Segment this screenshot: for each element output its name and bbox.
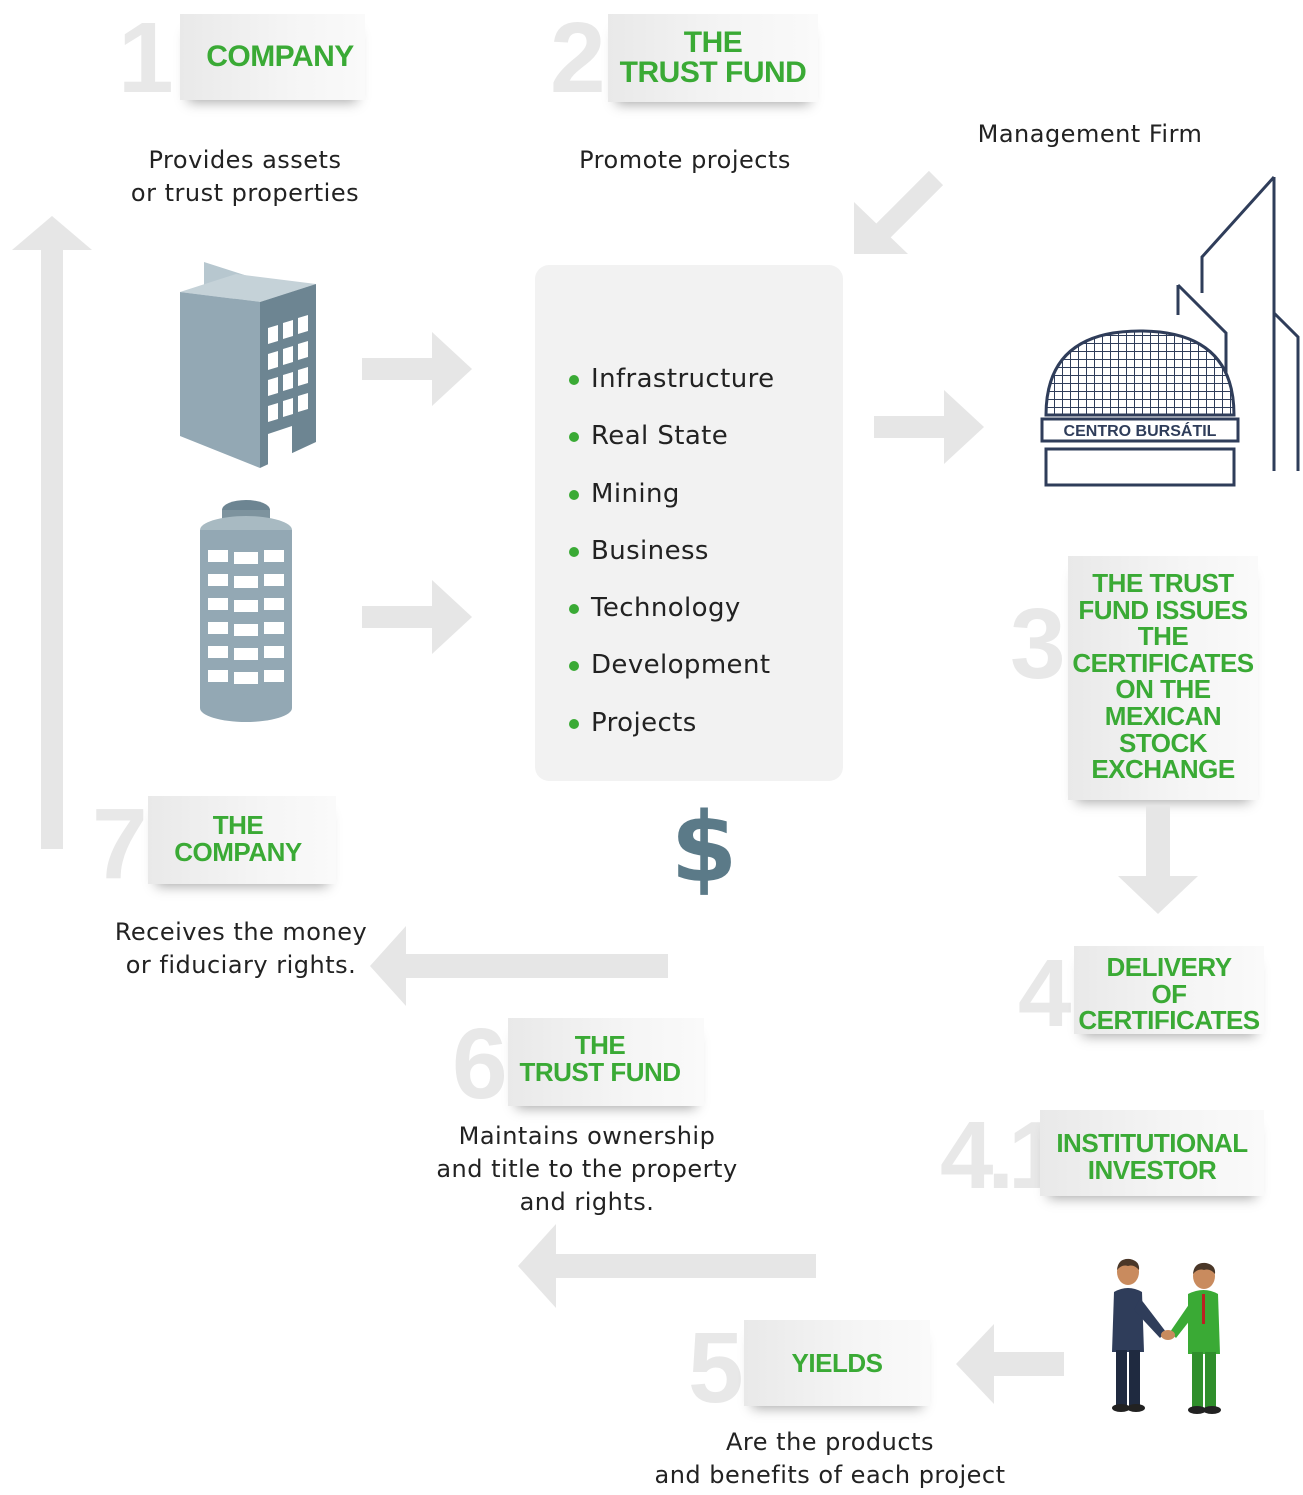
step-7-description: Receives the money or fiduciary rights.: [96, 916, 386, 982]
arrow-right-1: [362, 332, 472, 406]
arrow-left-lower: [518, 1224, 816, 1308]
bullet-icon: [569, 718, 579, 729]
step-4-1-title-line: INSTITUTIONAL: [1056, 1128, 1248, 1158]
step-6-banner: [508, 1018, 704, 1106]
list-item-label: Development: [591, 650, 771, 681]
project-types-box: Infrastructure Real State Mining Busines…: [535, 265, 843, 781]
arrow-right-2: [362, 580, 472, 654]
cylinder-tower-icon: [200, 500, 292, 722]
step-7-number: 7: [92, 788, 148, 900]
bullet-icon: [569, 375, 579, 385]
step-6-title-line: TRUST FUND: [519, 1057, 681, 1087]
list-item: Real State: [569, 420, 775, 477]
step-2-title-line: TRUST FUND: [619, 56, 807, 89]
step-5-banner: [744, 1320, 930, 1406]
project-types-list: Infrastructure Real State Mining Busines…: [569, 363, 775, 764]
step-4-number: 4: [1018, 940, 1072, 1047]
step-5-desc-line: Are the products: [726, 1428, 934, 1456]
step-2-description: Promote projects: [579, 146, 791, 174]
step-4-title-line: DELIVERY: [1106, 952, 1232, 982]
arrow-left-yields: [956, 1324, 1064, 1404]
list-item-label: Technology: [591, 593, 741, 624]
step-3-title-line: STOCK: [1118, 727, 1208, 758]
step-6-number: 6: [452, 1008, 508, 1120]
step-5-title: YIELDS: [791, 1348, 883, 1378]
step-3-title-line: CERTIFICATES: [1072, 647, 1254, 678]
step-7-banner: [148, 796, 336, 884]
list-item: Technology: [569, 592, 775, 649]
office-building-icon: [180, 262, 316, 468]
bullet-icon: [569, 604, 579, 615]
step-4-1-banner: [1040, 1110, 1264, 1196]
step-1-description: Provides assets or trust properties: [100, 144, 390, 210]
step-5-desc-line: and benefits of each project: [654, 1461, 1006, 1489]
step-3-title-line: MEXICAN: [1104, 700, 1222, 731]
step-7-title: THE COMPANY: [148, 812, 328, 866]
list-item-label: Real State: [591, 421, 729, 452]
step-3-title-line: FUND ISSUES: [1078, 594, 1248, 625]
step-7-title-line: COMPANY: [174, 837, 302, 867]
exchange-label: CENTRO BURSÁTIL: [1063, 423, 1217, 440]
bullet-icon: [569, 661, 579, 672]
list-item: Business: [569, 535, 775, 592]
step-4-1-title: INSTITUTIONAL INVESTOR: [1040, 1130, 1264, 1183]
bullet-icon: [569, 489, 579, 500]
step-1-desc-line: Provides assets: [148, 146, 342, 174]
step-6-desc-line: and title to the property: [436, 1155, 738, 1183]
list-item-label: Business: [591, 535, 709, 566]
step-1-banner: [180, 14, 365, 100]
list-item: Infrastructure: [569, 363, 775, 420]
step-3-title-line: ON THE: [1115, 674, 1211, 705]
step-5-description: Are the products and benefits of each pr…: [630, 1426, 1030, 1492]
step-3-title-line: THE TRUST: [1092, 568, 1234, 598]
arrow-left-upper: [370, 926, 668, 1006]
step-6-title: THE TRUST FUND: [508, 1032, 692, 1086]
management-firm-label: Management Firm: [977, 120, 1203, 148]
step-4-title-line: CERTIFICATES: [1078, 1005, 1260, 1035]
step-1-number: 1: [118, 2, 174, 114]
step-3-title-line: THE: [1137, 621, 1189, 652]
step-2-title: THE TRUST FUND: [608, 28, 818, 88]
step-1-title: COMPANY: [206, 40, 354, 73]
step-2-number: 2: [550, 2, 606, 114]
list-item: Development: [569, 649, 775, 706]
handshake-icon: [1112, 1258, 1221, 1414]
step-6-description: Maintains ownership and title to the pro…: [412, 1120, 762, 1219]
list-item: Mining: [569, 478, 775, 535]
step-7-desc-line: Receives the money: [114, 918, 368, 946]
arrow-right-3: [874, 390, 984, 464]
step-5-number: 5: [688, 1312, 744, 1424]
step-7-desc-line: or fiduciary rights.: [125, 951, 357, 979]
management-arrow: [854, 170, 944, 254]
step-2-title-line: THE: [683, 26, 743, 59]
step-4-1-number: 4.1: [940, 1102, 1061, 1209]
list-item-label: Mining: [591, 478, 680, 509]
step-1-desc-line: or trust properties: [130, 179, 360, 207]
list-item-label: Infrastructure: [591, 364, 775, 394]
step-4-banner: [1074, 946, 1264, 1034]
step-3-title: THE TRUST FUND ISSUES THE CERTIFICATES O…: [1068, 570, 1258, 783]
step-4-title-line: OF: [1151, 978, 1187, 1009]
step-3-title-line: EXCHANGE: [1091, 754, 1235, 785]
step-6-desc-line: and rights.: [519, 1188, 655, 1216]
list-item: Projects: [569, 707, 775, 764]
bullet-icon: [569, 546, 579, 557]
step-3-number: 3: [1010, 588, 1066, 700]
dollar-icon: $: [670, 792, 738, 904]
step-7-title-line: THE: [212, 810, 264, 840]
step-4-title: DELIVERY OF CERTIFICATES: [1074, 954, 1264, 1034]
return-arrow-up: [12, 216, 92, 849]
step-6-desc-line: Maintains ownership: [458, 1122, 716, 1150]
list-item-label: Projects: [591, 707, 697, 738]
bullet-icon: [569, 432, 579, 443]
arrow-down: [1118, 806, 1198, 914]
step-6-title-line: THE: [574, 1030, 626, 1060]
stock-exchange-building-icon: [1040, 175, 1300, 487]
step-4-1-title-line: INVESTOR: [1087, 1154, 1217, 1185]
step-2-banner: [608, 14, 818, 102]
step-3-banner: [1068, 556, 1258, 800]
